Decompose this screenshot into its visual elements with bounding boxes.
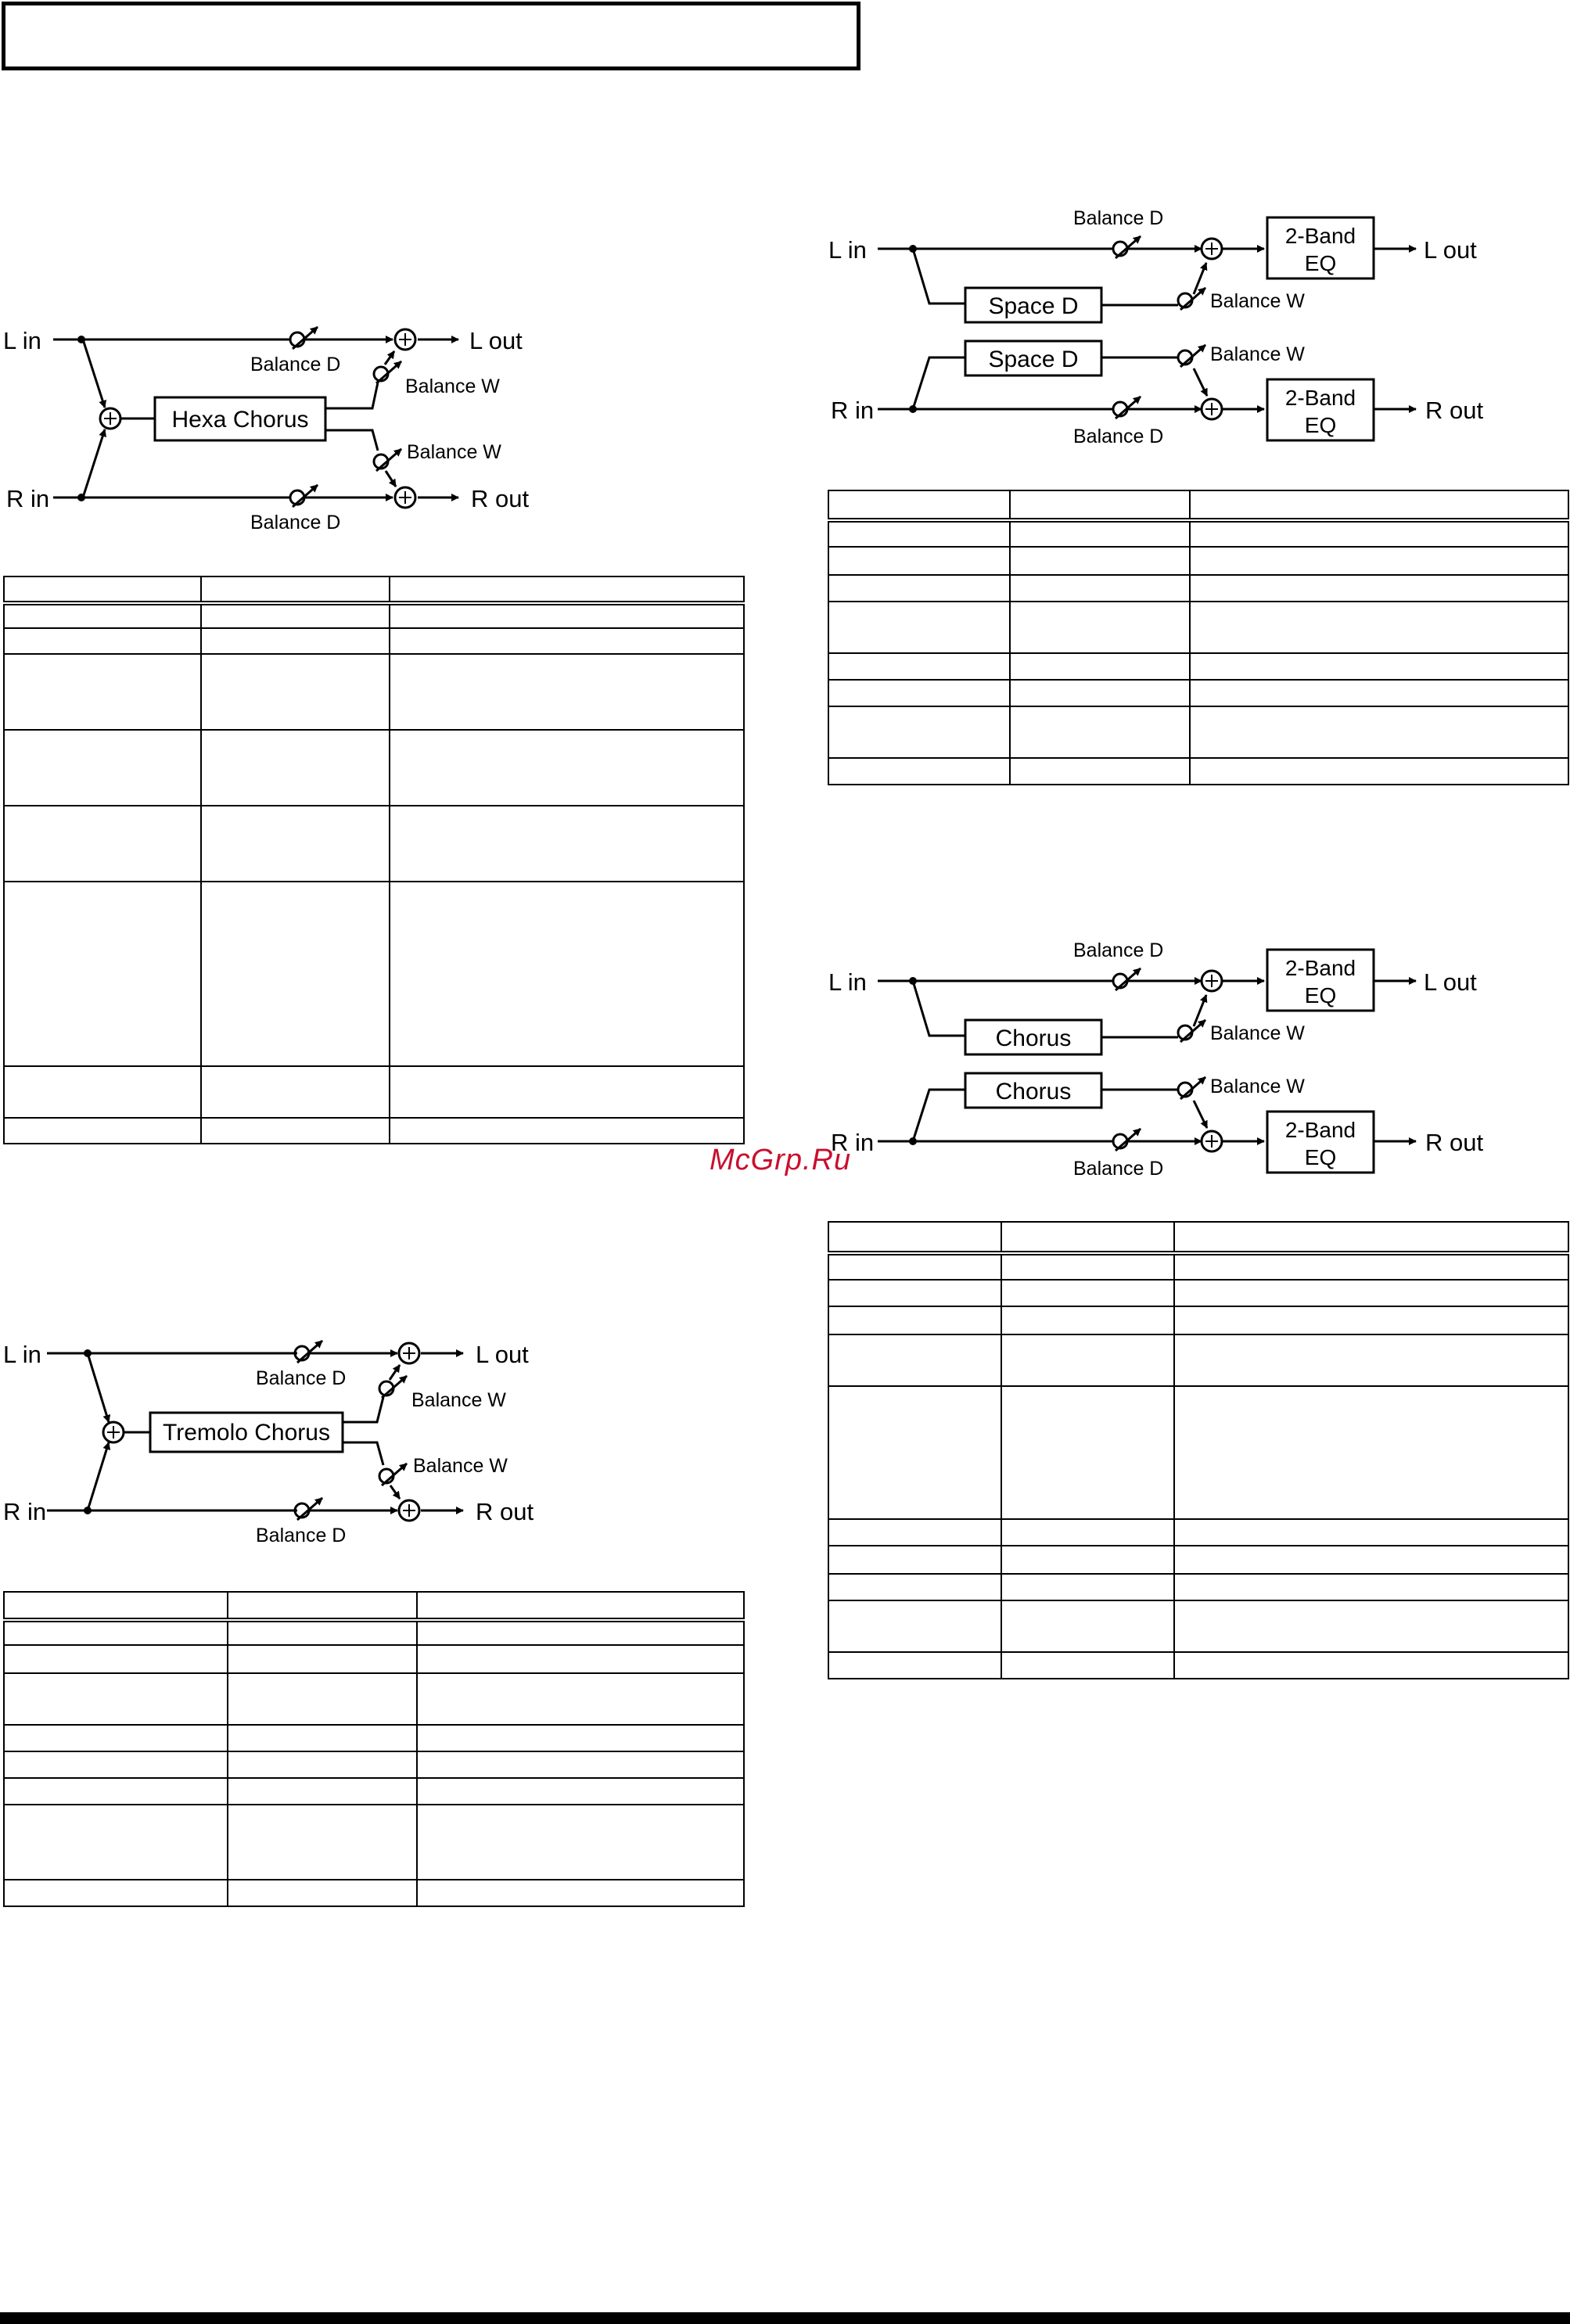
- r-out-label: R out: [471, 485, 529, 512]
- table-row: [828, 679, 1569, 707]
- table-row: [3, 1879, 745, 1907]
- space-d-diagram: L in R in L out R out Space D Space D 2-…: [828, 207, 1483, 447]
- chorus-block-label: Chorus: [996, 1079, 1072, 1105]
- table-row: [828, 519, 1569, 548]
- eq-label-line2: EQ: [1305, 1145, 1336, 1169]
- table-row: [828, 574, 1569, 602]
- r-out-label: R out: [1425, 397, 1483, 424]
- table-row: [828, 1651, 1569, 1679]
- table-row: [3, 1619, 745, 1646]
- page-footer-bar: [0, 2312, 1570, 2324]
- l-in-label: L in: [3, 1341, 41, 1368]
- chorus-block-label: Chorus: [996, 1026, 1072, 1051]
- l-in-label: L in: [828, 968, 867, 996]
- l-out-label: L out: [1424, 968, 1477, 996]
- r-in-label: R in: [831, 1129, 874, 1156]
- table-header-row: [3, 1591, 745, 1622]
- table-row: [828, 601, 1569, 654]
- balance-w-label: Balance W: [1210, 1022, 1305, 1044]
- eq-label-line2: EQ: [1305, 413, 1336, 437]
- l-out-label: L out: [1424, 236, 1477, 264]
- table-row: [3, 1804, 745, 1880]
- l-in-label: L in: [3, 327, 41, 354]
- tremolo-chorus-diagram: L in R in L out R out Tremolo Chorus Bal…: [3, 1339, 534, 1546]
- hexa-chorus-parameter-table: [3, 576, 745, 1144]
- section-header-box: [2, 2, 860, 70]
- eq-label-line1: 2-Band: [1285, 1118, 1356, 1142]
- balance-d-label: Balance D: [256, 1367, 346, 1389]
- l-out-label: L out: [476, 1341, 529, 1368]
- table-row: [3, 729, 745, 806]
- balance-d-label: Balance D: [1073, 207, 1163, 229]
- balance-d-label: Balance D: [1073, 426, 1163, 447]
- table-header-row: [828, 1221, 1569, 1255]
- table-row: [3, 1751, 745, 1779]
- table-row: [828, 546, 1569, 576]
- table-row: [3, 805, 745, 882]
- balance-d-label: Balance D: [256, 1525, 346, 1546]
- balance-d-label: Balance D: [250, 354, 340, 375]
- table-row: [3, 1672, 745, 1726]
- r-out-label: R out: [1425, 1129, 1483, 1156]
- l-out-label: L out: [469, 327, 523, 354]
- tremolo-chorus-block-label: Tremolo Chorus: [163, 1420, 330, 1446]
- table-row: [828, 757, 1569, 785]
- eq-label-line1: 2-Band: [1285, 956, 1356, 980]
- table-row: [3, 1065, 745, 1119]
- table-row: [3, 1117, 745, 1144]
- table-header-row: [828, 490, 1569, 523]
- hexa-chorus-block-label: Hexa Chorus: [171, 407, 308, 433]
- r-in-label: R in: [831, 397, 874, 424]
- eq-label-line2: EQ: [1305, 983, 1336, 1008]
- space-d-block-label: Space D: [988, 293, 1078, 319]
- balance-w-label: Balance W: [1210, 290, 1305, 312]
- table-row: [3, 627, 745, 655]
- balance-w-label: Balance W: [411, 1389, 506, 1411]
- balance-w-label: Balance W: [407, 441, 501, 463]
- table-row: [828, 652, 1569, 681]
- table-row: [3, 881, 745, 1067]
- table-row: [828, 1518, 1569, 1546]
- hexa-chorus-diagram: L in R in L out R out Hexa Chorus Balanc…: [3, 325, 529, 533]
- table-row: [828, 1545, 1569, 1575]
- table-row: [828, 1306, 1569, 1335]
- tremolo-chorus-parameter-table: [3, 1591, 745, 1907]
- eq-label-line1: 2-Band: [1285, 386, 1356, 410]
- table-row: [828, 1385, 1569, 1520]
- table-row: [3, 1644, 745, 1674]
- table-header-row: [3, 576, 745, 605]
- table-row: [3, 1724, 745, 1752]
- chorus-diagram: L in R in L out R out Chorus Chorus 2-Ba…: [828, 939, 1483, 1180]
- space-d-block-label: Space D: [988, 347, 1078, 372]
- table-row: [3, 653, 745, 731]
- eq-label-line1: 2-Band: [1285, 224, 1356, 248]
- balance-d-label: Balance D: [1073, 1158, 1163, 1180]
- balance-w-label: Balance W: [1210, 343, 1305, 365]
- r-out-label: R out: [476, 1498, 534, 1525]
- balance-w-label: Balance W: [1210, 1076, 1305, 1097]
- table-row: [3, 1777, 745, 1805]
- table-row: [828, 1279, 1569, 1307]
- watermark-text: McGrp.Ru: [710, 1144, 852, 1176]
- balance-w-label: Balance W: [405, 375, 500, 397]
- balance-d-label: Balance D: [250, 512, 340, 533]
- r-in-label: R in: [3, 1498, 46, 1525]
- balance-w-label: Balance W: [413, 1455, 508, 1477]
- table-row: [3, 602, 745, 629]
- balance-d-label: Balance D: [1073, 939, 1163, 961]
- r-in-label: R in: [6, 485, 49, 512]
- table-row: [828, 1252, 1569, 1281]
- table-row: [828, 1573, 1569, 1601]
- chorus-parameter-table: [828, 1221, 1569, 1679]
- table-row: [828, 706, 1569, 759]
- l-in-label: L in: [828, 236, 867, 264]
- space-d-parameter-table: [828, 490, 1569, 785]
- eq-label-line2: EQ: [1305, 251, 1336, 275]
- table-row: [828, 1334, 1569, 1387]
- table-row: [828, 1600, 1569, 1653]
